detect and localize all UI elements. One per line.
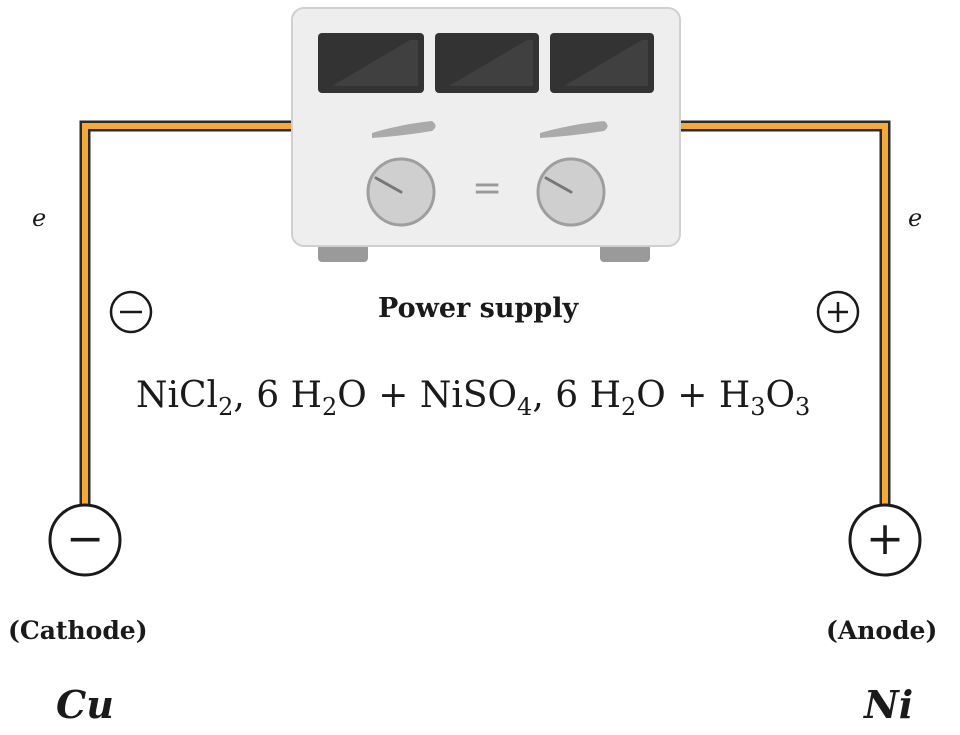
electrolyte-formula: NiCl2, 6 H2O + NiSO4, 6 H2O + H3O3: [136, 375, 811, 421]
left-wire: [82, 123, 300, 505]
anode-electrode: [848, 503, 922, 577]
equals-sign: =: [472, 168, 503, 209]
power-supply-device: [291, 7, 681, 262]
formula-part: O3: [765, 375, 811, 421]
power-supply-foot-left: [318, 244, 368, 262]
electron-label-right: e: [908, 204, 923, 232]
display-2-glare: [449, 40, 533, 86]
formula-part: O + NiSO4: [337, 375, 533, 421]
electron-label-left: e: [32, 204, 47, 232]
power-supply-label: Power supply: [378, 293, 579, 324]
cathode-label: (Cathode): [8, 616, 148, 645]
cathode-metal: Cu: [56, 682, 114, 727]
current-knob-pointer: [544, 176, 573, 194]
anode-sign: +: [865, 511, 905, 565]
power-supply-foot-right: [600, 244, 650, 262]
anode-label: (Anode): [826, 616, 938, 645]
cathode-electrode: [48, 503, 122, 577]
formula-part: , 6 H2: [532, 375, 637, 421]
cathode-sign: −: [65, 511, 105, 565]
display-1-glare: [332, 40, 418, 86]
formula-part: O + H3: [636, 375, 766, 421]
right-wire: [670, 123, 888, 505]
indicator-right: [540, 121, 608, 138]
formula-part: , 6 H2: [233, 375, 338, 421]
indicator-left: [372, 121, 436, 138]
voltage-knob-pointer: [374, 176, 403, 194]
formula-part: NiCl2: [136, 375, 234, 421]
anode-metal: Ni: [864, 682, 914, 727]
display-3-glare: [564, 40, 648, 86]
